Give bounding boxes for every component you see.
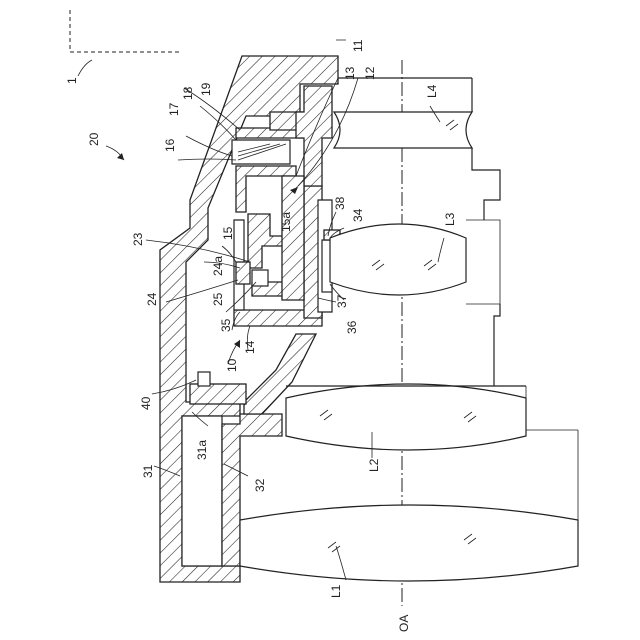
label-L1: L1 (329, 584, 343, 598)
block-40 (190, 384, 246, 404)
label-20: 20 (87, 132, 101, 146)
lens-L4 (334, 112, 472, 148)
label-40: 40 (139, 396, 153, 410)
label-35: 35 (219, 318, 233, 332)
label-37: 37 (335, 294, 349, 308)
label-OA: OA (397, 615, 411, 632)
part-24 (236, 262, 250, 284)
label-23: 23 (131, 232, 145, 246)
barrel-inner-31a (182, 416, 222, 566)
label-19: 19 (199, 82, 213, 96)
label-24: 24 (145, 292, 159, 306)
label-18: 18 (181, 86, 195, 100)
label-16: 16 (163, 138, 177, 152)
label-13: 13 (343, 66, 357, 80)
label-31: 31 (141, 464, 155, 478)
label-11: 11 (351, 39, 365, 52)
lens-L3-holder (466, 220, 500, 304)
label-14: 14 (243, 340, 257, 354)
label-31a: 31a (195, 440, 209, 460)
label-L3: L3 (443, 212, 457, 226)
moving-block (282, 176, 304, 300)
label-17: 17 (167, 102, 181, 116)
label-L4: L4 (425, 84, 439, 98)
ring-11 (296, 86, 332, 186)
pin-40 (198, 372, 210, 386)
arrow-20-head (117, 153, 124, 160)
label-32: 32 (253, 478, 267, 492)
label-25: 25 (211, 292, 225, 306)
label-38: 38 (333, 196, 347, 210)
label-15a: 15a (279, 212, 293, 232)
lens-L2-tube (526, 386, 578, 430)
label-L2: L2 (367, 458, 381, 472)
camera-body-outline (70, 10, 180, 52)
lens-L1 (240, 505, 578, 581)
label-34: 34 (351, 208, 365, 222)
label-12: 12 (363, 66, 377, 80)
label-10: 10 (225, 358, 239, 372)
lens-L3 (330, 224, 466, 295)
label-1: 1 (65, 77, 79, 84)
label-36: 36 (345, 320, 359, 334)
label-15: 15 (221, 226, 235, 240)
label-24a: 24a (211, 256, 225, 276)
lens-L2 (286, 384, 526, 450)
lens-hatch-marks (320, 120, 476, 552)
